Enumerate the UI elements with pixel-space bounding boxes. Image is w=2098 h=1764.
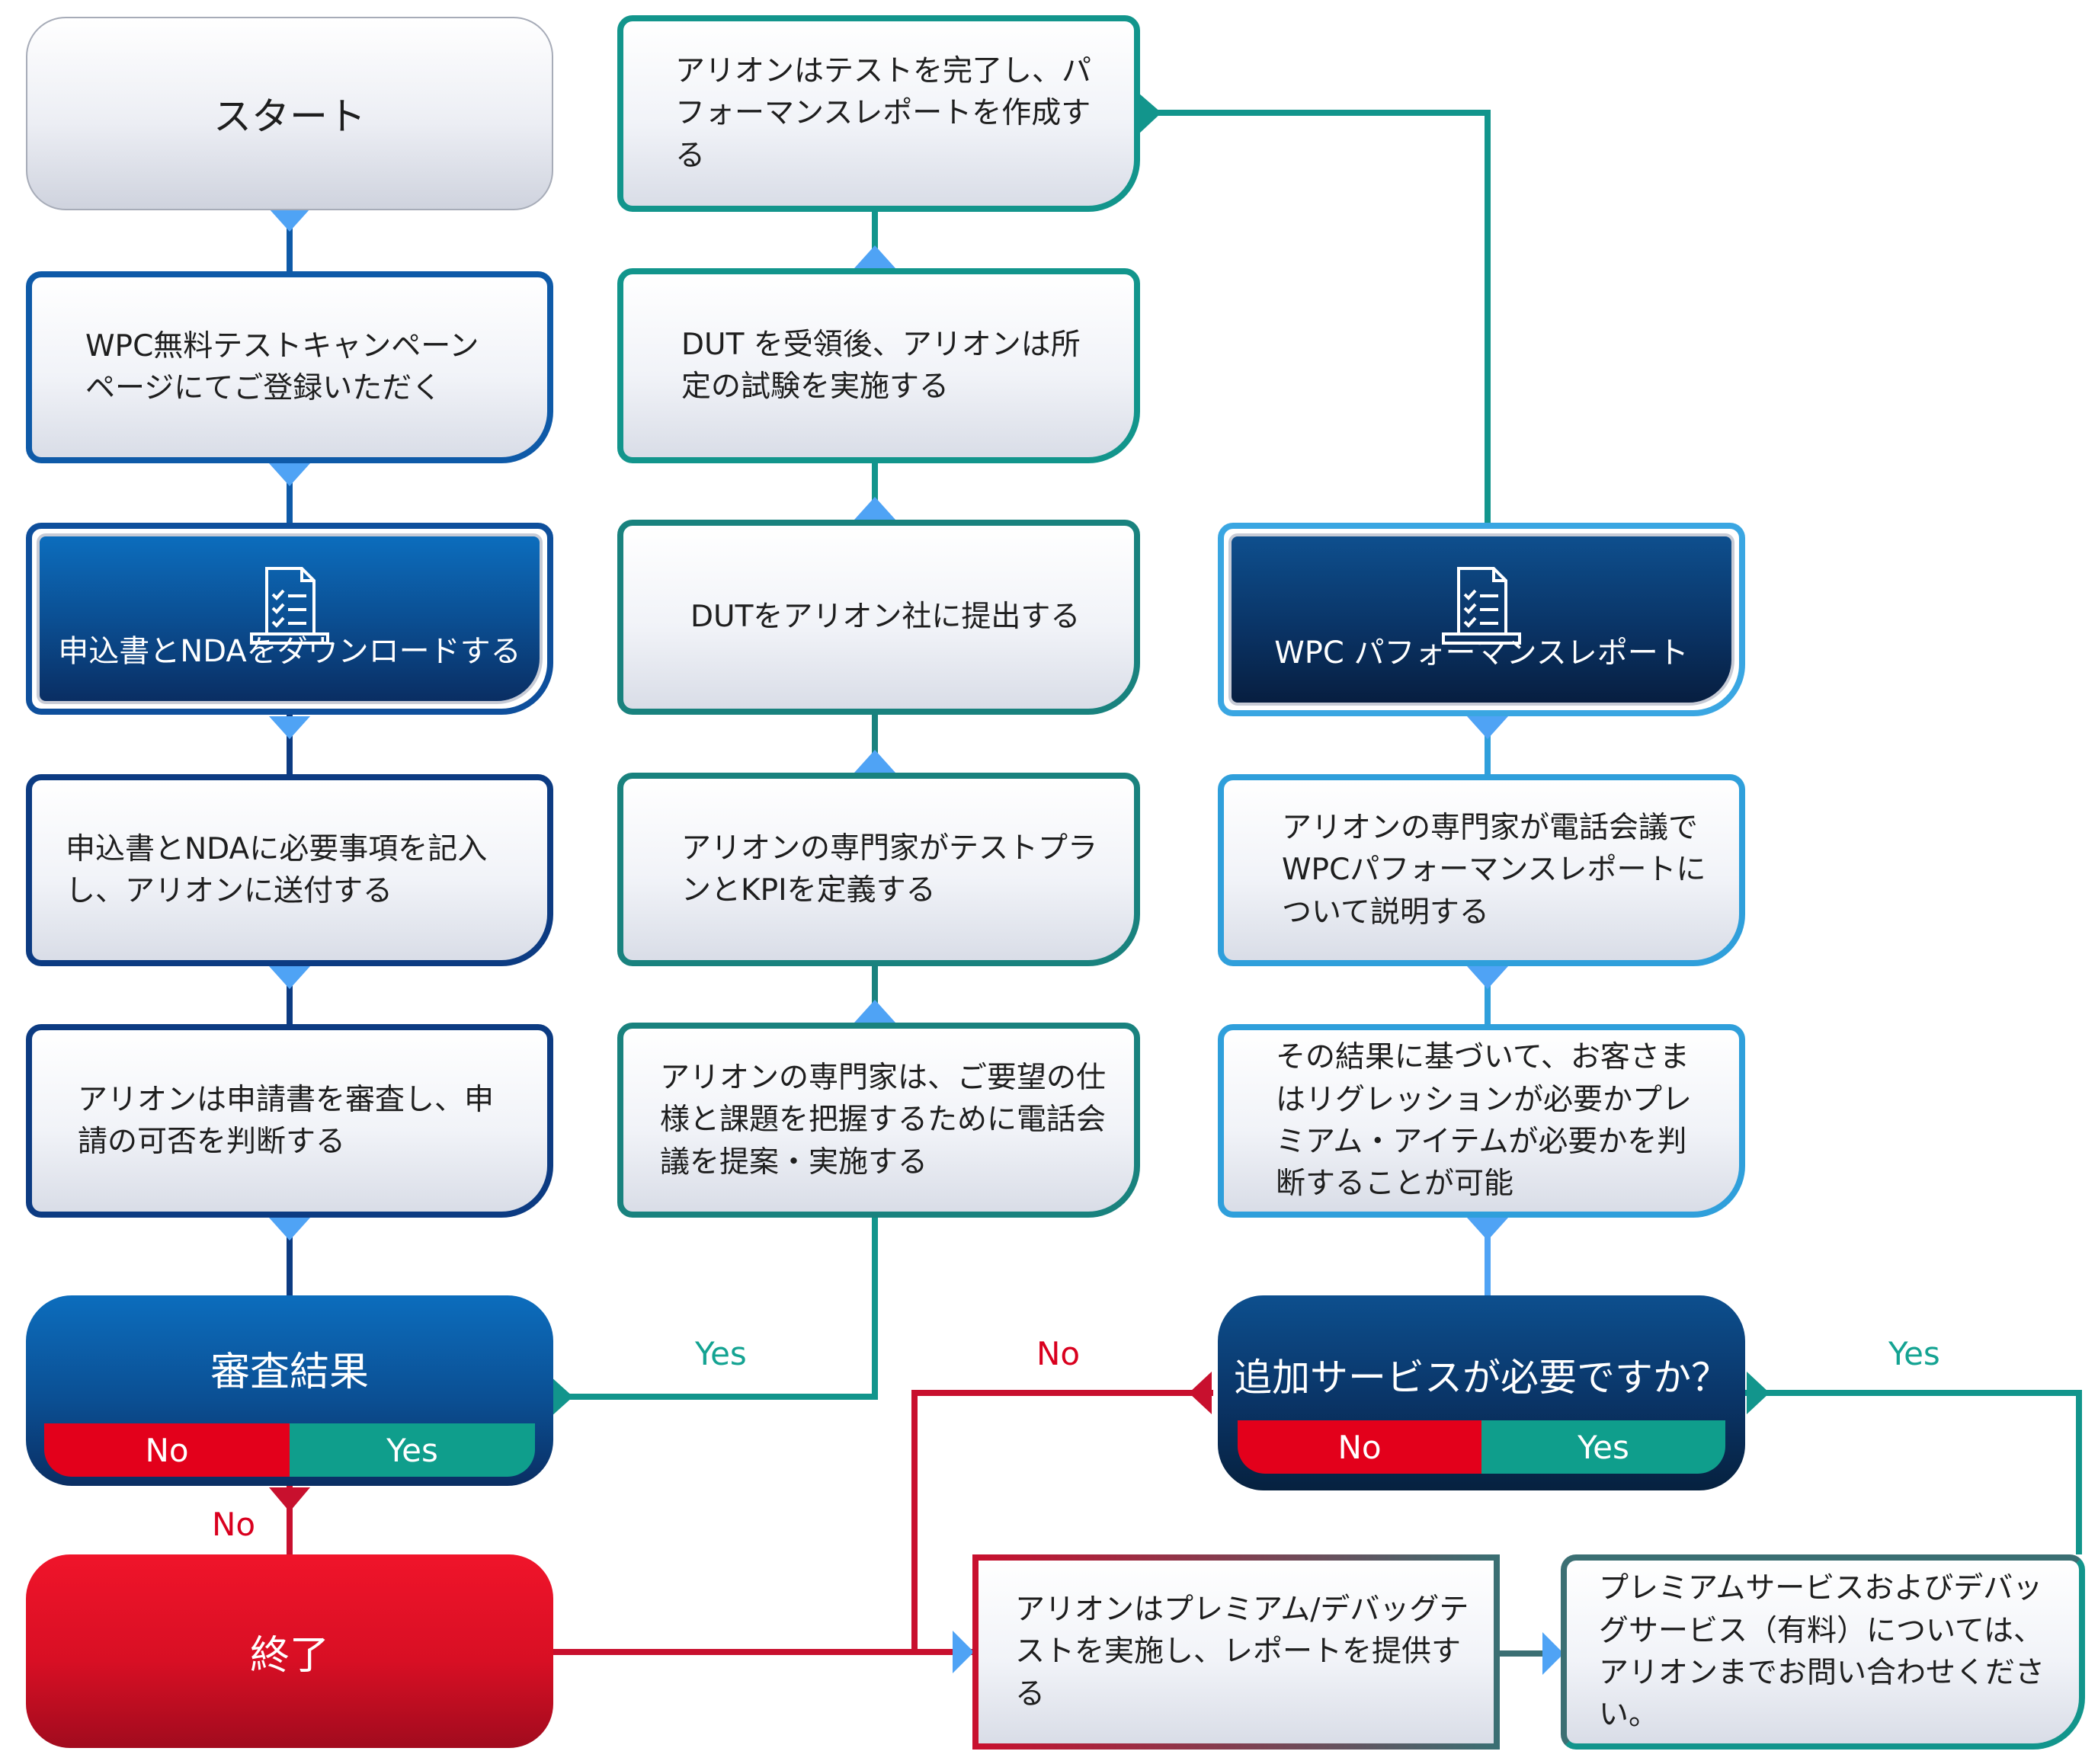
performance-report-node: WPC パフォーマンスレポート	[1218, 523, 1745, 716]
service-no-edge-label: No	[1036, 1335, 1081, 1372]
conduct-test-text: DUT を受領後、アリオンは所定の試験を実施する	[681, 327, 1081, 404]
review-yes-segment: Yes	[290, 1423, 535, 1477]
service-yes-edge-label: Yes	[1888, 1335, 1940, 1372]
document-checklist-icon	[250, 567, 329, 645]
performance-report-label: WPC パフォーマンスレポート	[1274, 635, 1689, 671]
start-label: スタート	[213, 94, 366, 139]
review-decision-bar: No Yes	[44, 1423, 535, 1477]
complete-report-node: アリオンはテストを完了し、パフォーマンスレポートを作成する	[617, 15, 1140, 212]
connector-diamonds	[269, 209, 1564, 1675]
conduct-test-node: DUT を受領後、アリオンは所定の試験を実施する	[617, 268, 1140, 463]
review-decision-title: 審査結果	[210, 1349, 369, 1395]
conference-text: アリオンの専門家は、ご要望の仕様と課題を把握するために電話会議を提案・実施する	[660, 1060, 1107, 1180]
review-yes-edge-label: Yes	[695, 1335, 747, 1372]
service-decision-title: 追加サービスが必要ですか？	[1234, 1356, 1729, 1400]
premium-test-text: アリオンはプレミアム/デバッグテストを実施し、レポートを提供する	[1015, 1592, 1469, 1711]
explain-report-node: アリオンの専門家が電話会議でWPCパフォーマンスレポートについて説明する	[1218, 774, 1745, 966]
end-node: 終了	[26, 1554, 553, 1748]
register-text: WPC無料テストキャンペーンページにてご登録いただく	[85, 328, 479, 405]
complete-report-text: アリオンはテストを完了し、パフォーマンスレポートを作成する	[675, 53, 1092, 173]
review-no-edge-label: No	[212, 1506, 256, 1543]
end-label: 終了	[249, 1632, 329, 1679]
review-text: アリオンは申請書を審査し、申請の可否を判断する	[78, 1082, 495, 1159]
review-decision: 審査結果 No Yes	[26, 1295, 553, 1486]
register-node: WPC無料テストキャンペーンページにてご登録いただく	[26, 271, 553, 463]
start-node: スタート	[26, 17, 553, 210]
document-checklist-icon	[1442, 567, 1521, 645]
customer-judge-text: その結果に基づいて、お客さまはリグレッションが必要かプレミアム・アイテムが必要か…	[1276, 1040, 1693, 1202]
conference-node: アリオンの専門家は、ご要望の仕様と課題を把握するために電話会議を提案・実施する	[617, 1023, 1140, 1218]
service-decision-bar: No Yes	[1238, 1420, 1725, 1474]
define-plan-node: アリオンの専門家がテストプランとKPIを定義する	[617, 773, 1140, 966]
define-plan-text: アリオンの専門家がテストプランとKPIを定義する	[681, 831, 1098, 908]
download-forms-node: 申込書とNDAをダウンロードする	[26, 523, 553, 715]
review-node: アリオンは申請書を審査し、申請の可否を判断する	[26, 1024, 553, 1218]
contact-node: プレミアムサービスおよびデバッグサービス（有料）については、アリオンまでお問い合…	[1561, 1554, 2085, 1750]
service-yes-segment: Yes	[1481, 1420, 1725, 1474]
customer-judge-node: その結果に基づいて、お客さまはリグレッションが必要かプレミアム・アイテムが必要か…	[1218, 1024, 1745, 1218]
submit-dut-text: DUTをアリオン社に提出する	[690, 600, 1081, 635]
fill-send-node: 申込書とNDAに必要事項を記入し、アリオンに送付する	[26, 774, 553, 966]
contact-text: プレミアムサービスおよびデバッグサービス（有料）については、アリオンまでお問い合…	[1599, 1571, 2045, 1733]
service-decision: 追加サービスが必要ですか？ No Yes	[1218, 1295, 1745, 1490]
service-no-segment: No	[1238, 1420, 1481, 1474]
download-forms-label: 申込書とNDAをダウンロードする	[58, 634, 521, 669]
fill-send-text: 申込書とNDAに必要事項を記入し、アリオンに送付する	[66, 831, 488, 908]
decision-diamonds	[269, 93, 1770, 1512]
submit-dut-node: DUTをアリオン社に提出する	[617, 520, 1140, 715]
right-connectors	[1140, 110, 2082, 1657]
review-no-segment: No	[44, 1423, 290, 1477]
explain-report-text: アリオンの専門家が電話会議でWPCパフォーマンスレポートについて説明する	[1282, 810, 1706, 930]
premium-test-node: アリオンはプレミアム/デバッグテストを実施し、レポートを提供する	[972, 1554, 1500, 1750]
